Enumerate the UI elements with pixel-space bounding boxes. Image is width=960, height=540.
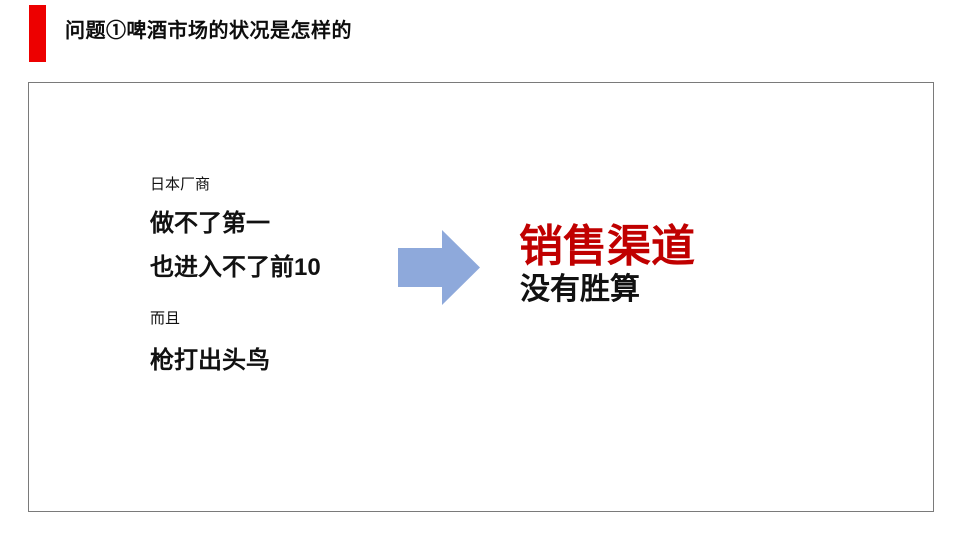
right-arrow-icon [398,230,480,305]
text-line: 枪打出头鸟 [150,347,270,374]
text-line: 也进入不了前10 [150,254,321,281]
slide-title: 问题①啤酒市场的状况是怎样的 [65,20,352,42]
right-arrow-shape [398,230,480,305]
accent-bar [29,5,46,62]
conclusion-subline: 没有胜算 [520,273,640,306]
conclusion-headline: 销售渠道 [519,222,695,271]
text-line: 做不了第一 [150,210,270,237]
content-box [28,82,934,512]
text-line: 而且 [150,310,181,327]
text-line: 日本厂商 [150,176,211,193]
